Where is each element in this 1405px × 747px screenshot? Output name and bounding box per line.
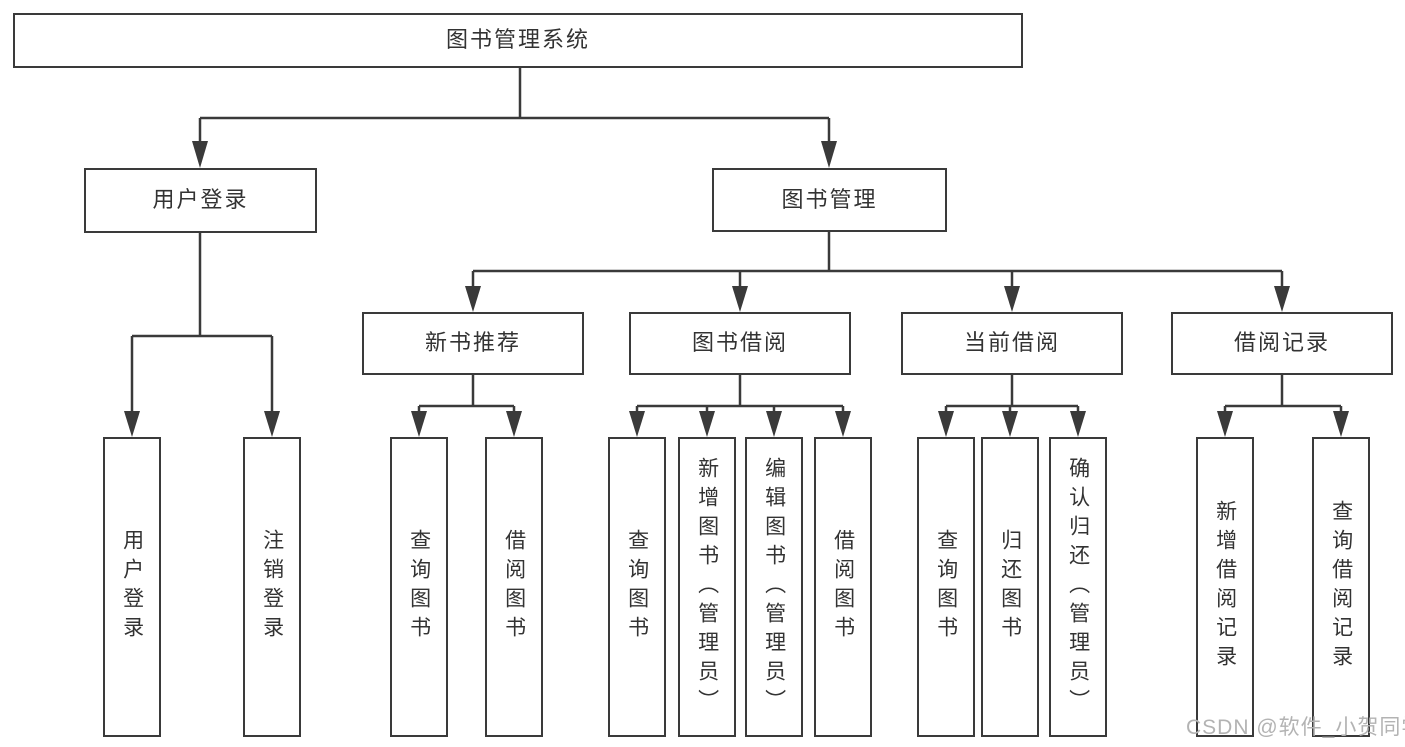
node-leaf-query-books-3: 查询图书: [917, 437, 975, 737]
arrowhead: [465, 286, 481, 312]
arrowhead: [1217, 411, 1233, 437]
arrowhead: [264, 411, 280, 437]
edge-group-new-book-rec: [411, 375, 522, 437]
node-leaf-confirm-return: 确认归还（管理员）: [1049, 437, 1107, 737]
arrowhead: [732, 286, 748, 312]
node-leaf-logout: 注销登录: [243, 437, 301, 737]
node-user-login: 用户登录: [84, 168, 317, 233]
arrowhead: [1004, 286, 1020, 312]
node-leaf-add-record: 新增借阅记录: [1196, 437, 1254, 737]
arrowhead: [835, 411, 851, 437]
arrowhead: [629, 411, 645, 437]
node-leaf-query-record: 查询借阅记录: [1312, 437, 1370, 737]
arrowhead: [124, 411, 140, 437]
edge-group-book-borrow: [629, 375, 851, 437]
watermark-text: CSDN @软件_小贺同学: [1186, 716, 1405, 739]
node-leaf-query-books-2: 查询图书: [608, 437, 666, 737]
edge-group-current-borrow: [938, 375, 1086, 437]
node-new-book-rec: 新书推荐: [362, 312, 584, 375]
node-current-borrow: 当前借阅: [901, 312, 1123, 375]
arrowhead: [821, 141, 837, 168]
node-leaf-add-books: 新增图书（管理员）: [678, 437, 736, 737]
node-leaf-return-books: 归还图书: [981, 437, 1039, 737]
arrowhead: [1070, 411, 1086, 437]
arrowhead: [938, 411, 954, 437]
node-book-mgmt: 图书管理: [712, 168, 947, 232]
node-leaf-borrow-books-2: 借阅图书: [814, 437, 872, 737]
edge-group-book-mgmt: [465, 232, 1290, 312]
node-book-borrow: 图书借阅: [629, 312, 851, 375]
edge-group-user-login: [124, 233, 280, 437]
node-root: 图书管理系统: [13, 13, 1023, 68]
arrowhead: [1333, 411, 1349, 437]
arrowhead: [1274, 286, 1290, 312]
node-borrow-records: 借阅记录: [1171, 312, 1393, 375]
arrowhead: [411, 411, 427, 437]
node-leaf-user-login: 用户登录: [103, 437, 161, 737]
edge-group-root: [192, 68, 837, 168]
node-leaf-query-books-1: 查询图书: [390, 437, 448, 737]
node-leaf-borrow-books-1: 借阅图书: [485, 437, 543, 737]
arrowhead: [766, 411, 782, 437]
arrowhead: [699, 411, 715, 437]
arrowhead: [192, 141, 208, 168]
edge-group-borrow-records: [1217, 375, 1349, 437]
arrowhead: [506, 411, 522, 437]
node-leaf-edit-books: 编辑图书（管理员）: [745, 437, 803, 737]
arrowhead: [1002, 411, 1018, 437]
